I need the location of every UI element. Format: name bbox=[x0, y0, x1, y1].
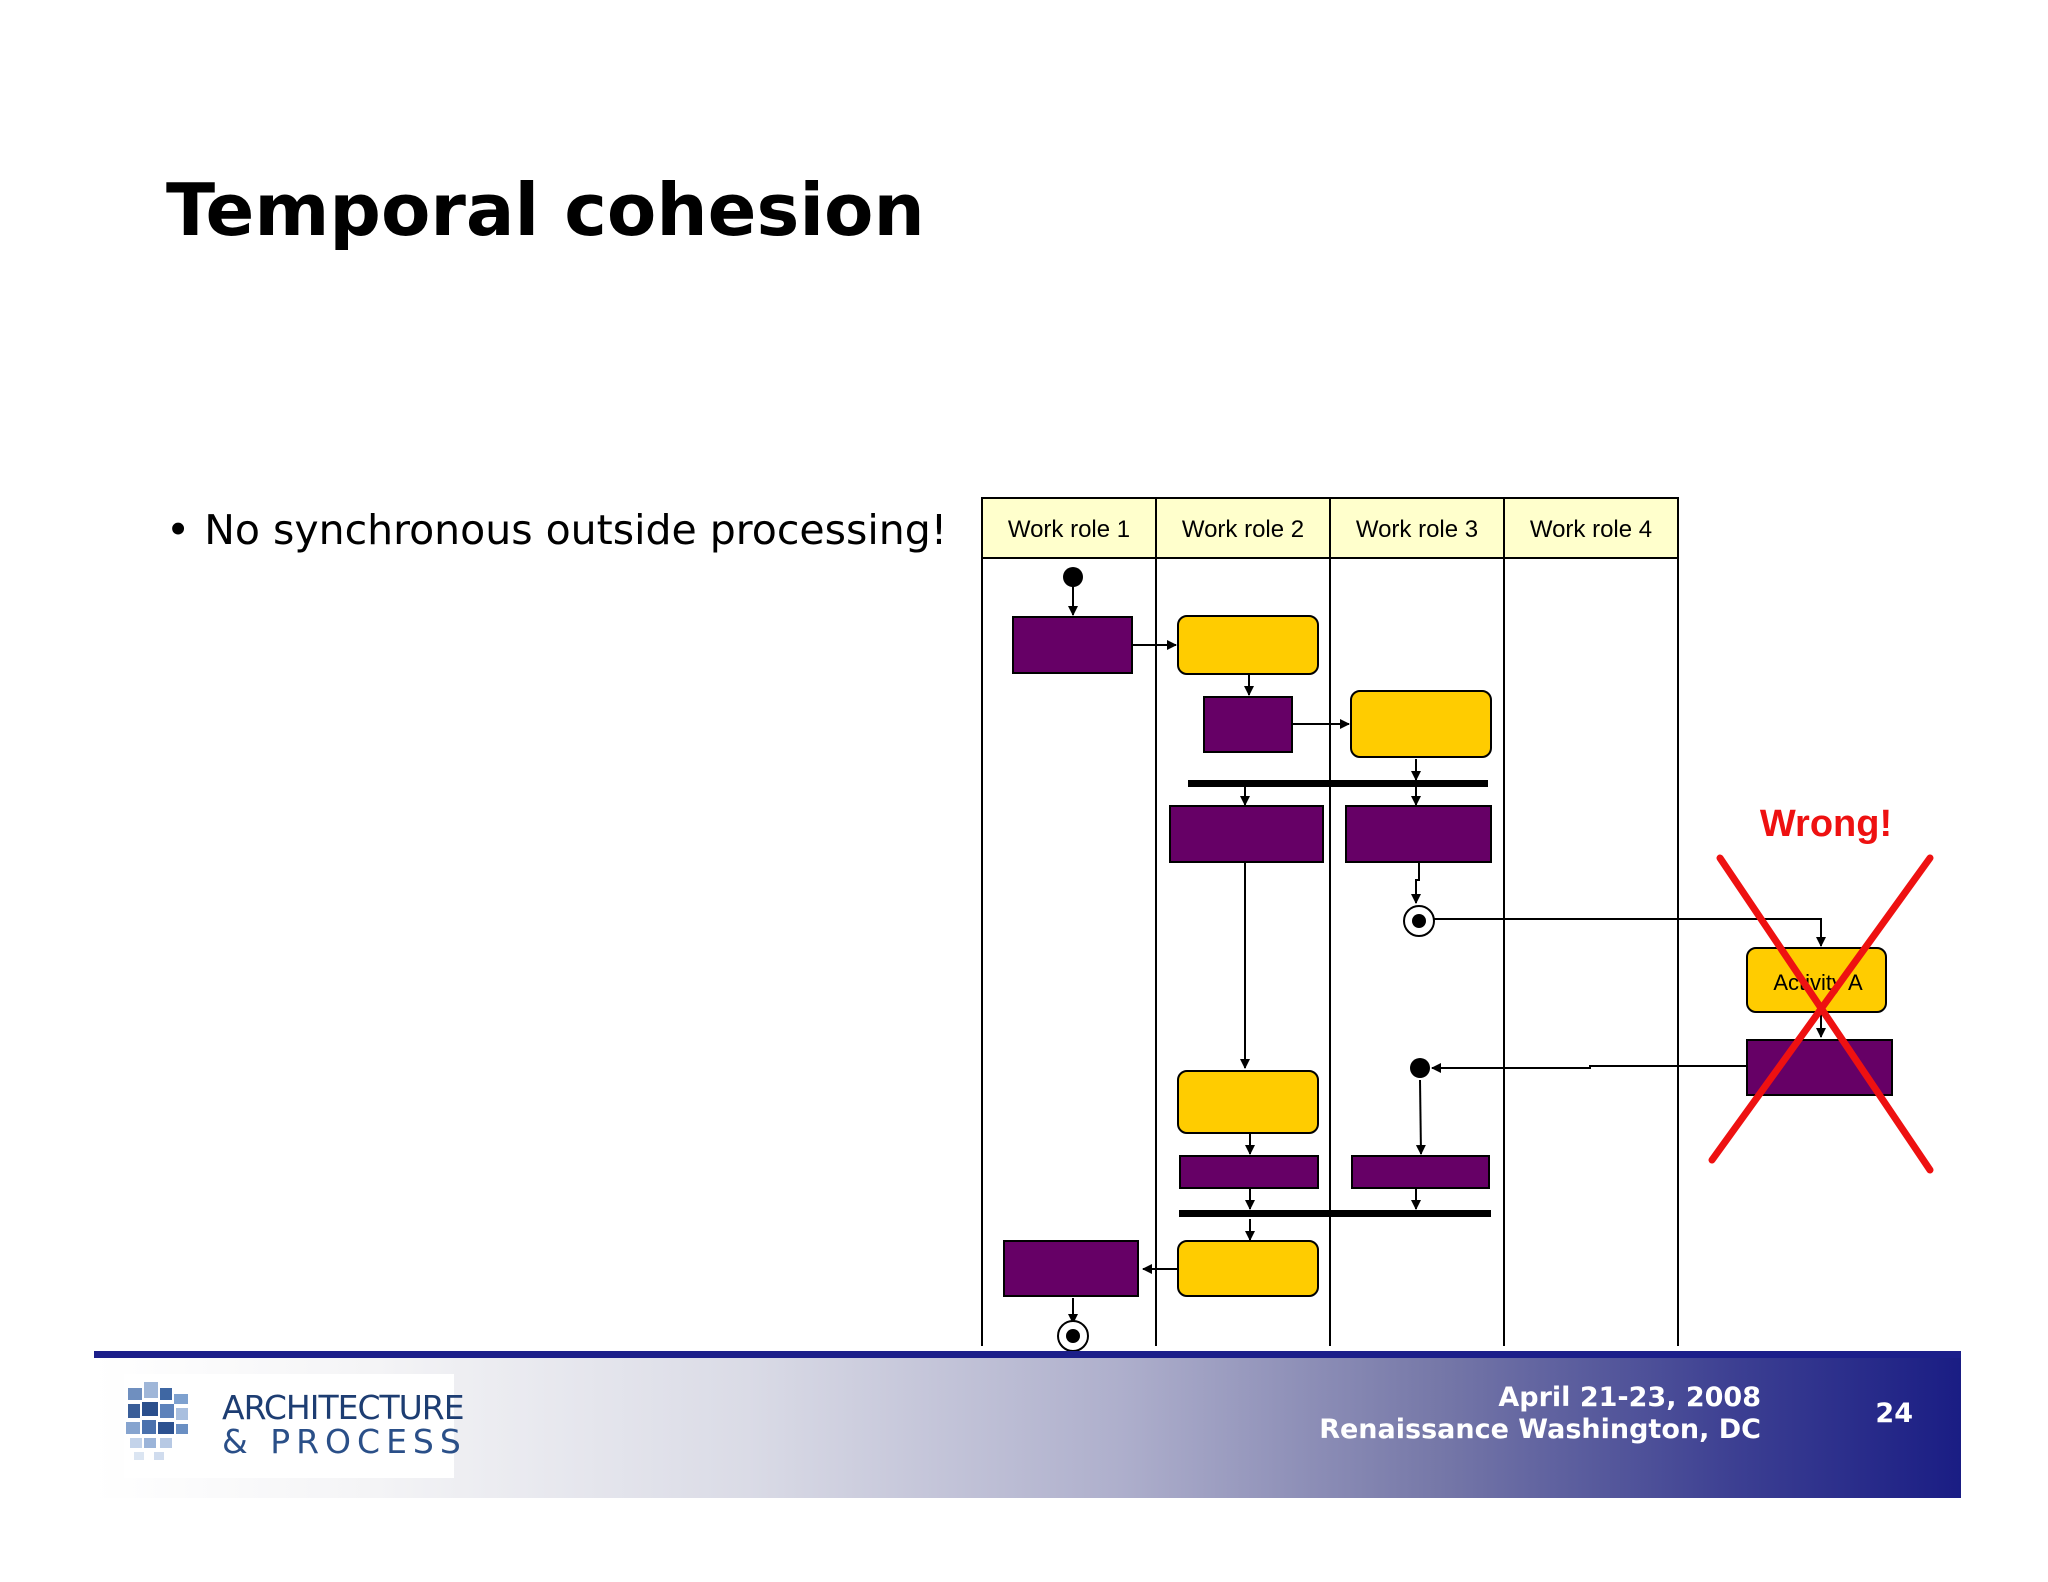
logo-mosaic-icon bbox=[126, 1382, 188, 1460]
activity-yellow bbox=[1350, 690, 1492, 758]
lane-label-3: Work role 3 bbox=[1356, 516, 1478, 543]
activity-purple bbox=[1179, 1155, 1319, 1189]
lane-header-2 bbox=[1155, 497, 1331, 559]
activity-purple bbox=[1351, 1155, 1490, 1189]
activity-purple bbox=[1746, 1039, 1893, 1096]
page-number: 24 bbox=[1875, 1398, 1913, 1429]
bullet-text: No synchronous outside processing! bbox=[204, 506, 948, 554]
footer-bar: ARCHITECTURE & PROCESS April 21-23, 2008… bbox=[94, 1351, 1961, 1498]
event-venue: Renaissance Washington, DC bbox=[1319, 1414, 1761, 1445]
activity-purple bbox=[1169, 805, 1324, 863]
initial-node-icon bbox=[1063, 567, 1083, 587]
lane-headers: Work role 1 Work role 2 Work role 3 Work… bbox=[981, 497, 1679, 559]
event-date: April 21-23, 2008 bbox=[1498, 1382, 1761, 1413]
lane-header-4 bbox=[1503, 497, 1679, 559]
lane-label-4: Work role 4 bbox=[1530, 516, 1652, 543]
activity-purple bbox=[1345, 805, 1492, 863]
lane-label-2: Work role 2 bbox=[1182, 516, 1304, 543]
wrong-label: Wrong! bbox=[1760, 803, 1892, 845]
activity-yellow bbox=[1177, 1240, 1319, 1297]
logo: ARCHITECTURE & PROCESS bbox=[124, 1374, 465, 1478]
activity-purple bbox=[1203, 696, 1293, 753]
slide-title: Temporal cohesion bbox=[166, 168, 925, 252]
lane-label-1: Work role 1 bbox=[1008, 516, 1130, 543]
final-node-icon bbox=[1403, 905, 1435, 937]
activity-yellow bbox=[1177, 615, 1319, 675]
join-bar bbox=[1179, 1210, 1491, 1217]
end-node-icon bbox=[1057, 1320, 1089, 1352]
activity-boxes bbox=[1003, 615, 1893, 1297]
activity-purple bbox=[1012, 616, 1133, 674]
logo-line-1: ARCHITECTURE bbox=[222, 1388, 465, 1427]
event-info: April 21-23, 2008 Renaissance Washington… bbox=[1319, 1382, 1761, 1446]
fork-bar bbox=[1188, 780, 1488, 787]
lane-separators bbox=[981, 558, 1679, 1346]
activity-purple bbox=[1003, 1240, 1139, 1297]
bullet-marker: • bbox=[166, 506, 191, 554]
activity-yellow bbox=[1177, 1070, 1319, 1134]
logo-line-2: & PROCESS bbox=[222, 1422, 467, 1461]
lane-header-3 bbox=[1329, 497, 1505, 559]
flow-connectors bbox=[1068, 586, 1826, 1324]
receive-node-icon bbox=[1410, 1058, 1430, 1078]
wrong-cross-icon bbox=[1708, 854, 1934, 1174]
bullet-item: • No synchronous outside processing! bbox=[166, 506, 947, 554]
